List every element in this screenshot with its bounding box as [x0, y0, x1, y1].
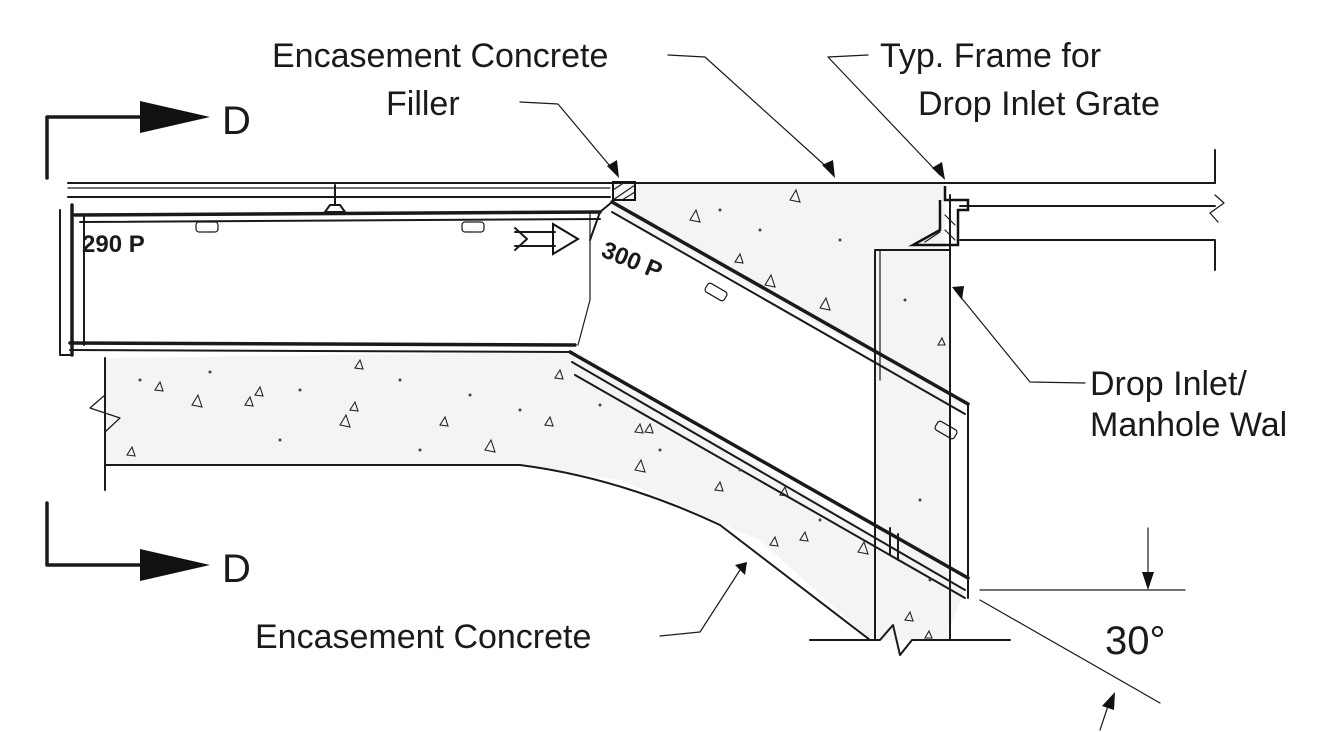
leader-encasement-top [667, 54, 831, 171]
leader-manhole-wall [954, 289, 1086, 384]
pipe-right-label: 300 P [598, 237, 666, 286]
pavement-slab [959, 149, 1216, 271]
label-frame-line1: Typ. Frame for [880, 37, 1101, 75]
pipe-horizontal [59, 184, 602, 357]
label-encasement-concrete-bottom: Encasement Concrete [255, 618, 591, 656]
drop-inlet-wall-region [875, 250, 950, 640]
pipe-sloped [568, 200, 970, 599]
label-manhole-line1: Drop Inlet/ [1090, 365, 1247, 403]
flow-direction-arrow [514, 222, 580, 256]
label-encasement-concrete-top: Encasement Concrete [272, 37, 608, 75]
drop-inlet-wall [809, 194, 1011, 656]
angle-dimension [979, 527, 1186, 731]
label-angle: 30° [1105, 619, 1166, 663]
label-filler: Filler [386, 85, 460, 123]
encasement-bottom-edge [104, 464, 871, 641]
section-label-bottom: D [222, 547, 251, 591]
section-arrow-top [45, 101, 210, 180]
label-manhole-line2: Manhole Wal [1090, 406, 1287, 444]
concrete-aggregate-marks [126, 188, 946, 639]
section-label-top: D [222, 99, 251, 143]
pavement-break-symbol [1209, 194, 1225, 223]
leader-filler [519, 101, 616, 173]
label-frame-line2: Drop Inlet Grate [918, 85, 1160, 123]
pipe-left-label: 290 P [82, 231, 145, 258]
section-arrow-bottom [45, 501, 210, 581]
encasement-concrete-lower-region [105, 352, 965, 640]
filler-block [612, 181, 636, 201]
encasement-break-symbol [89, 394, 121, 433]
leader-frame [827, 54, 941, 176]
leader-encasement-bottom [659, 569, 741, 637]
